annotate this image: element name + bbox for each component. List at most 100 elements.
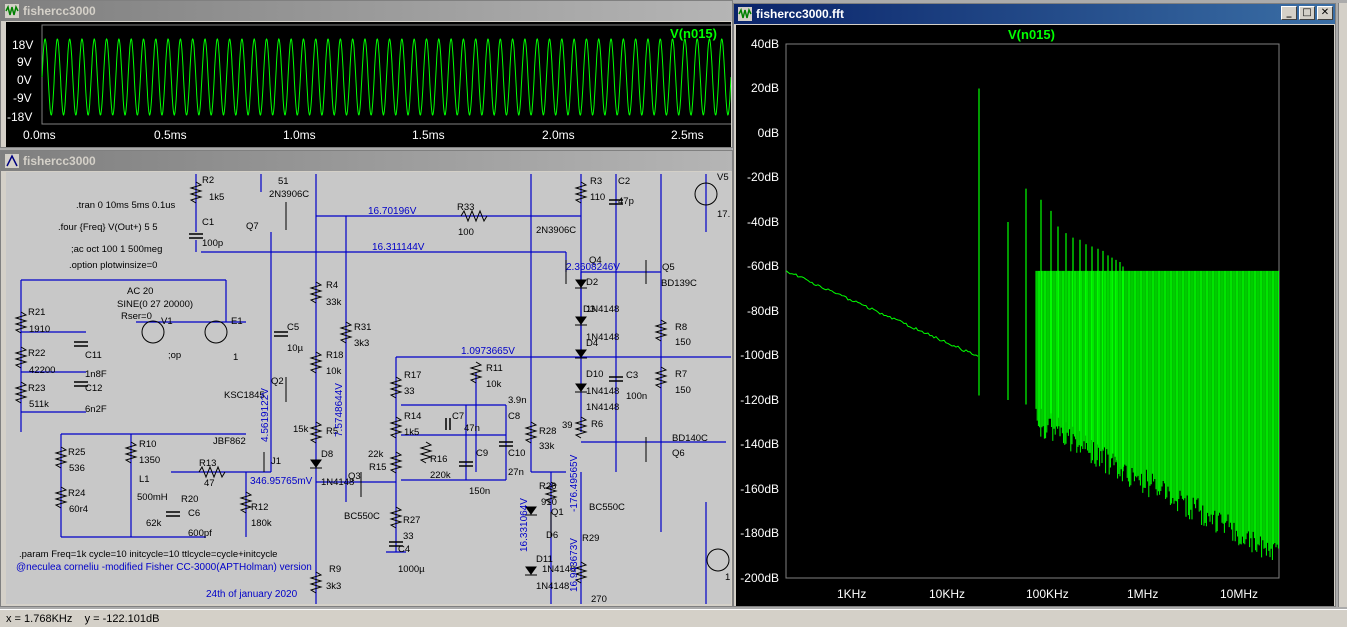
y-tick: -20dB [747, 170, 779, 184]
x-tick: 100KHz [1026, 587, 1069, 601]
y-tick: -120dB [740, 393, 779, 407]
svg-text:1N4148: 1N4148 [536, 581, 569, 592]
svg-text:Q6: Q6 [672, 448, 685, 459]
svg-text:.four {Freq} V(Out+) 5 5: .four {Freq} V(Out+) 5 5 [58, 222, 158, 233]
svg-text:Rser=0: Rser=0 [121, 311, 152, 322]
background-window-edge [1338, 3, 1347, 607]
y-tick: -9V [13, 91, 32, 105]
svg-text:33k: 33k [539, 441, 555, 452]
maximize-button[interactable]: □ [1299, 6, 1315, 20]
y-tick: 40dB [751, 37, 779, 51]
svg-text:Q5: Q5 [662, 262, 675, 273]
schematic-icon [5, 154, 19, 168]
svg-text:1n8F: 1n8F [85, 369, 107, 380]
svg-text:JBF862: JBF862 [213, 436, 246, 447]
x-tick: 10KHz [929, 587, 965, 601]
svg-text:C1: C1 [202, 217, 214, 228]
close-button[interactable]: ✕ [1317, 6, 1333, 20]
transient-window[interactable]: fishercc3000 V(n015) 18V 9V 0V -9V -18V … [0, 0, 733, 148]
svg-text:R9: R9 [329, 564, 341, 575]
fft-plot[interactable]: V(n015) 40dB 20dB 0dB -20dB -40dB -60dB … [736, 25, 1334, 606]
svg-text:7.5748644V: 7.5748644V [334, 383, 345, 437]
y-tick: -40dB [747, 215, 779, 229]
svg-text:4.5619122V: 4.5619122V [260, 388, 271, 442]
svg-text:Q7: Q7 [246, 221, 259, 232]
transient-plot[interactable]: V(n015) 18V 9V 0V -9V -18V 0.0ms 0.5ms 1… [6, 22, 731, 147]
svg-text:.param Freq=1k cycle=10 initcy: .param Freq=1k cycle=10 initcycle=10 ttl… [19, 549, 277, 560]
transient-titlebar[interactable]: fishercc3000 [1, 1, 732, 21]
svg-text:16.331064V: 16.331064V [519, 498, 530, 552]
svg-text:E1: E1 [231, 316, 243, 327]
svg-text:24th of january 2020: 24th of january 2020 [206, 589, 298, 600]
x-tick: 1MHz [1127, 587, 1158, 601]
svg-text:33k: 33k [326, 297, 342, 308]
x-tick: 2.5ms [671, 128, 704, 142]
svg-text:33: 33 [404, 386, 415, 397]
y-tick: -180dB [740, 526, 779, 540]
svg-text:R25: R25 [68, 447, 85, 458]
svg-text:270: 270 [591, 594, 607, 604]
svg-text:.option plotwinsize=0: .option plotwinsize=0 [69, 260, 157, 271]
fft-window[interactable]: fishercc3000.fft _ □ ✕ V(n015) 40dB 20dB… [733, 3, 1336, 607]
fft-titlebar[interactable]: fishercc3000.fft _ □ ✕ [734, 4, 1335, 24]
svg-text:-176.49565V: -176.49565V [569, 454, 580, 512]
y-tick: 0dB [758, 126, 779, 140]
svg-text:C9: C9 [476, 448, 488, 459]
svg-text:R16: R16 [430, 454, 447, 465]
schematic-drawing: .tran 0 10ms 5ms 0.1us .four {Freq} V(Ou… [6, 172, 731, 604]
x-tick: 1.5ms [412, 128, 445, 142]
svg-text:C4: C4 [398, 544, 410, 555]
svg-text:C10: C10 [508, 448, 525, 459]
svg-text:511k: 511k [29, 399, 49, 410]
svg-text:1N4148: 1N4148 [586, 304, 619, 315]
fft-noise-band [1036, 271, 1278, 560]
fft-window-controls: _ □ ✕ [1281, 6, 1333, 20]
svg-text:100: 100 [458, 227, 474, 238]
svg-text:SINE(0 27 20000): SINE(0 27 20000) [117, 299, 193, 310]
schematic-window[interactable]: fishercc3000 [0, 150, 733, 607]
y-tick: -80dB [747, 304, 779, 318]
svg-text:R8: R8 [675, 322, 687, 333]
svg-text:R22: R22 [28, 348, 45, 359]
x-tick: 1KHz [837, 587, 866, 601]
svg-text:10k: 10k [326, 366, 342, 377]
svg-text:BC550C: BC550C [589, 502, 625, 513]
fft-trace-label: V(n015) [1008, 27, 1055, 42]
svg-text:1N4148: 1N4148 [586, 402, 619, 413]
svg-text:220k: 220k [430, 470, 451, 481]
svg-text:R15: R15 [369, 462, 386, 473]
transient-trace [42, 39, 731, 115]
svg-text:150n: 150n [469, 486, 490, 497]
svg-text:BD140C: BD140C [672, 433, 708, 444]
svg-text:.tran 0 10ms 5ms 0.1us: .tran 0 10ms 5ms 0.1us [76, 200, 176, 211]
schematic-canvas[interactable]: .tran 0 10ms 5ms 0.1us .four {Freq} V(Ou… [6, 172, 731, 604]
svg-text:2.3608246V: 2.3608246V [566, 262, 620, 273]
svg-text:D10: D10 [586, 369, 603, 380]
svg-text:BD139C: BD139C [661, 278, 697, 289]
svg-text:1: 1 [233, 352, 238, 363]
waveform-icon [738, 7, 752, 21]
svg-text:R3: R3 [590, 176, 602, 187]
svg-text:Q3: Q3 [348, 471, 361, 482]
y-tick: -18V [7, 110, 32, 124]
svg-text:;ac oct 100 1 500meg: ;ac oct 100 1 500meg [71, 244, 162, 255]
svg-text:R11: R11 [486, 363, 503, 374]
schematic-titlebar[interactable]: fishercc3000 [1, 151, 732, 171]
svg-text:47p: 47p [618, 196, 634, 207]
svg-text:R21: R21 [28, 307, 45, 318]
svg-text:C5: C5 [287, 322, 299, 333]
svg-text:R23: R23 [28, 383, 45, 394]
svg-text:R12: R12 [251, 502, 268, 513]
svg-text:R20: R20 [181, 494, 198, 505]
svg-text:D8: D8 [321, 449, 333, 460]
svg-text:J1: J1 [271, 456, 281, 467]
svg-text:3k3: 3k3 [354, 338, 369, 349]
minimize-button[interactable]: _ [1281, 6, 1297, 20]
svg-text:10k: 10k [486, 379, 502, 390]
transient-trace-label: V(n015) [670, 26, 717, 41]
svg-text:C11: C11 [85, 350, 102, 361]
svg-text:100n: 100n [626, 391, 647, 402]
svg-text:500mH: 500mH [137, 492, 168, 503]
svg-text:C2: C2 [618, 176, 630, 187]
svg-text:1k5: 1k5 [209, 192, 224, 203]
